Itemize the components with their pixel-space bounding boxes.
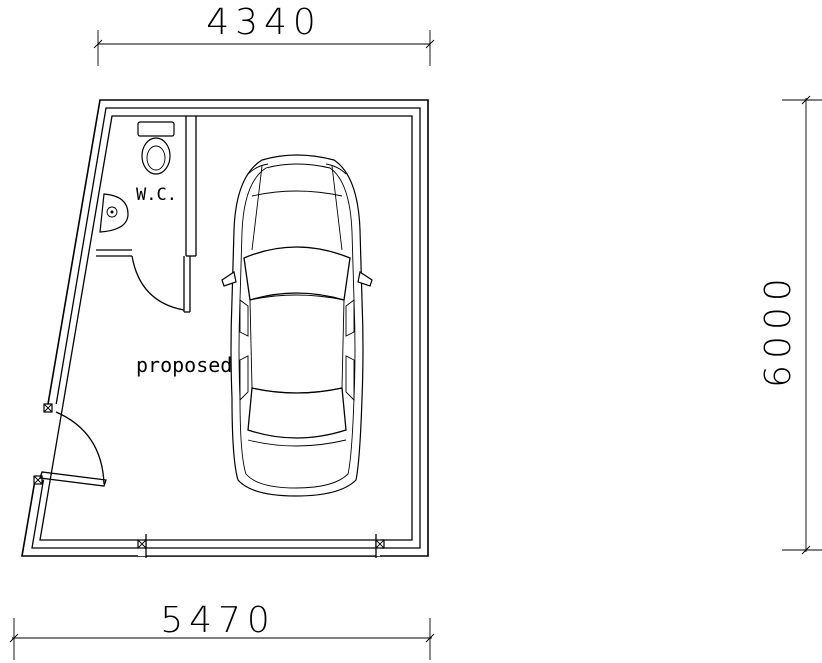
bottom-dimension-label: 5470 bbox=[160, 600, 276, 641]
garage-walls bbox=[21, 99, 429, 557]
wc-label: W.C. bbox=[136, 185, 177, 205]
toilet-icon bbox=[137, 121, 175, 175]
side-dimension-label: 6000 bbox=[758, 272, 799, 388]
side-dimension: 6000 bbox=[758, 95, 822, 555]
bottom-dimension: 5470 bbox=[9, 600, 435, 660]
garage-door-opening bbox=[137, 534, 385, 558]
room-label: proposed bbox=[136, 353, 232, 377]
wash-basin-icon bbox=[99, 193, 129, 233]
top-dimension: 4340 bbox=[93, 2, 435, 66]
top-dimension-label: 4340 bbox=[206, 2, 322, 43]
wc-room: W.C. bbox=[96, 116, 197, 313]
side-door bbox=[24, 403, 107, 487]
car-top-view-icon bbox=[221, 154, 373, 497]
